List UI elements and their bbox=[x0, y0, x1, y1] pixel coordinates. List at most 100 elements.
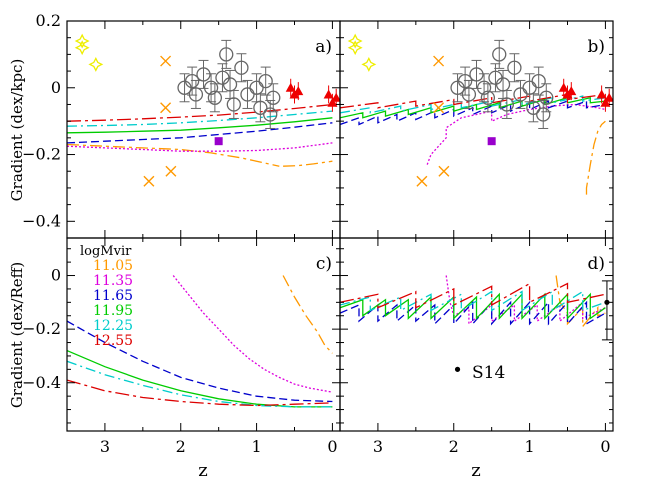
panel-a: 0.2 0 −0.2 −0.4 a) bbox=[22, 11, 341, 239]
marker-group bbox=[347, 33, 613, 187]
data-point-triangle bbox=[331, 88, 340, 107]
y-axis-label-top: Gradient (dex/kpc) bbox=[8, 59, 26, 202]
data-point-circle bbox=[531, 66, 546, 96]
panel-label: b) bbox=[587, 37, 605, 57]
data-point-circle bbox=[480, 83, 496, 113]
data-point-triangle bbox=[600, 93, 611, 112]
data-point-triangle bbox=[558, 78, 569, 97]
series-group bbox=[67, 103, 333, 167]
data-point-circle bbox=[495, 69, 511, 99]
y-tick-label: −0.2 bbox=[22, 145, 61, 164]
y-axis-label-bottom: Gradient (dex/Reff) bbox=[8, 262, 26, 408]
series-line bbox=[340, 100, 606, 126]
x-tick-label: 0 bbox=[600, 437, 610, 456]
annotation-s14: S14 bbox=[472, 363, 505, 383]
series-line bbox=[340, 290, 606, 312]
series-line bbox=[67, 350, 333, 408]
legend-entry-11-95: 11.95 bbox=[93, 303, 133, 319]
data-point-circle bbox=[461, 79, 477, 109]
data-point-triangle bbox=[293, 82, 304, 101]
x-tick-label: 0 bbox=[327, 437, 337, 456]
y-tick-label: −0.2 bbox=[22, 319, 61, 338]
data-point-triangle bbox=[327, 93, 338, 112]
series-line bbox=[340, 300, 606, 326]
data-point-circle bbox=[249, 73, 264, 103]
series-line bbox=[585, 120, 606, 195]
panel-frame bbox=[66, 20, 341, 239]
x-tick-label: 2 bbox=[176, 437, 186, 456]
data-point-circle bbox=[266, 83, 281, 113]
series-group bbox=[340, 275, 606, 329]
data-point-cross bbox=[160, 102, 172, 114]
data-point-circle bbox=[492, 39, 507, 69]
data-point-circle bbox=[196, 59, 211, 89]
series-line bbox=[340, 292, 606, 321]
series-line bbox=[67, 110, 333, 127]
marker-group bbox=[74, 33, 340, 187]
y-tick-label: 0 bbox=[51, 266, 61, 285]
series-line bbox=[67, 143, 280, 167]
series-line bbox=[340, 95, 606, 114]
data-point-circle bbox=[499, 89, 514, 119]
data-point-circle bbox=[219, 39, 234, 69]
data-point-dot bbox=[454, 366, 461, 372]
data-point-star bbox=[74, 40, 90, 56]
panel-frame bbox=[339, 237, 614, 432]
y-tick-label: 0.2 bbox=[36, 11, 61, 30]
data-point-circle bbox=[240, 79, 255, 109]
series-group bbox=[67, 275, 333, 408]
data-point-star bbox=[347, 33, 363, 49]
y-tick-label: −0.4 bbox=[22, 211, 61, 230]
series-line bbox=[340, 282, 606, 309]
series-line bbox=[283, 160, 333, 167]
y-tick-label: −0.4 bbox=[22, 373, 61, 392]
series-line bbox=[172, 275, 333, 393]
panel-frame bbox=[339, 20, 614, 239]
data-point-circle bbox=[526, 93, 541, 123]
data-point-triangle bbox=[596, 85, 607, 104]
legend-entry-12-55: 12.55 bbox=[93, 333, 133, 349]
data-point-circle bbox=[469, 59, 484, 89]
data-point-triangle bbox=[604, 88, 613, 107]
data-point-circle bbox=[222, 69, 238, 99]
data-point-star bbox=[361, 56, 377, 72]
series-line bbox=[67, 117, 333, 134]
panel-label: a) bbox=[315, 37, 332, 57]
panel-label: c) bbox=[316, 254, 332, 274]
data-point-circle bbox=[507, 53, 522, 83]
series-line bbox=[67, 360, 333, 408]
data-point-triangle bbox=[323, 85, 334, 104]
data-point-cross bbox=[433, 102, 445, 114]
legend-entry-11-65: 11.65 bbox=[93, 288, 133, 304]
data-point-circle bbox=[203, 73, 219, 103]
series-line bbox=[67, 379, 333, 407]
data-point-circle bbox=[513, 79, 528, 109]
legend-title: logMvir bbox=[80, 244, 132, 259]
data-point-triangle bbox=[285, 78, 296, 97]
y-tick-label: 0 bbox=[51, 78, 61, 97]
x-tick-label: 1 bbox=[251, 437, 261, 456]
x-tick-label: 3 bbox=[100, 437, 110, 456]
data-point-triangle bbox=[566, 82, 577, 101]
series-line bbox=[282, 275, 333, 354]
data-point-circle bbox=[450, 73, 465, 103]
series-line bbox=[67, 103, 333, 122]
series-line bbox=[67, 320, 333, 403]
data-point-dot bbox=[601, 280, 612, 341]
x-axis-label-left: z bbox=[198, 460, 207, 481]
data-point-star bbox=[74, 33, 90, 49]
data-point-cross bbox=[433, 55, 445, 67]
panel-c: 0 −0.2 −0.4 3 2 1 0 c) bbox=[22, 237, 341, 456]
series-line bbox=[445, 275, 606, 326]
data-point-cross bbox=[160, 55, 172, 67]
data-point-star bbox=[88, 56, 104, 72]
data-point-circle bbox=[258, 66, 273, 96]
x-axis-label-right: z bbox=[471, 460, 480, 481]
data-point-cross bbox=[143, 175, 155, 187]
legend-entry-11-05: 11.05 bbox=[93, 258, 133, 274]
data-point-square bbox=[487, 137, 496, 146]
data-point-circle bbox=[177, 73, 192, 103]
series-line bbox=[555, 275, 606, 329]
